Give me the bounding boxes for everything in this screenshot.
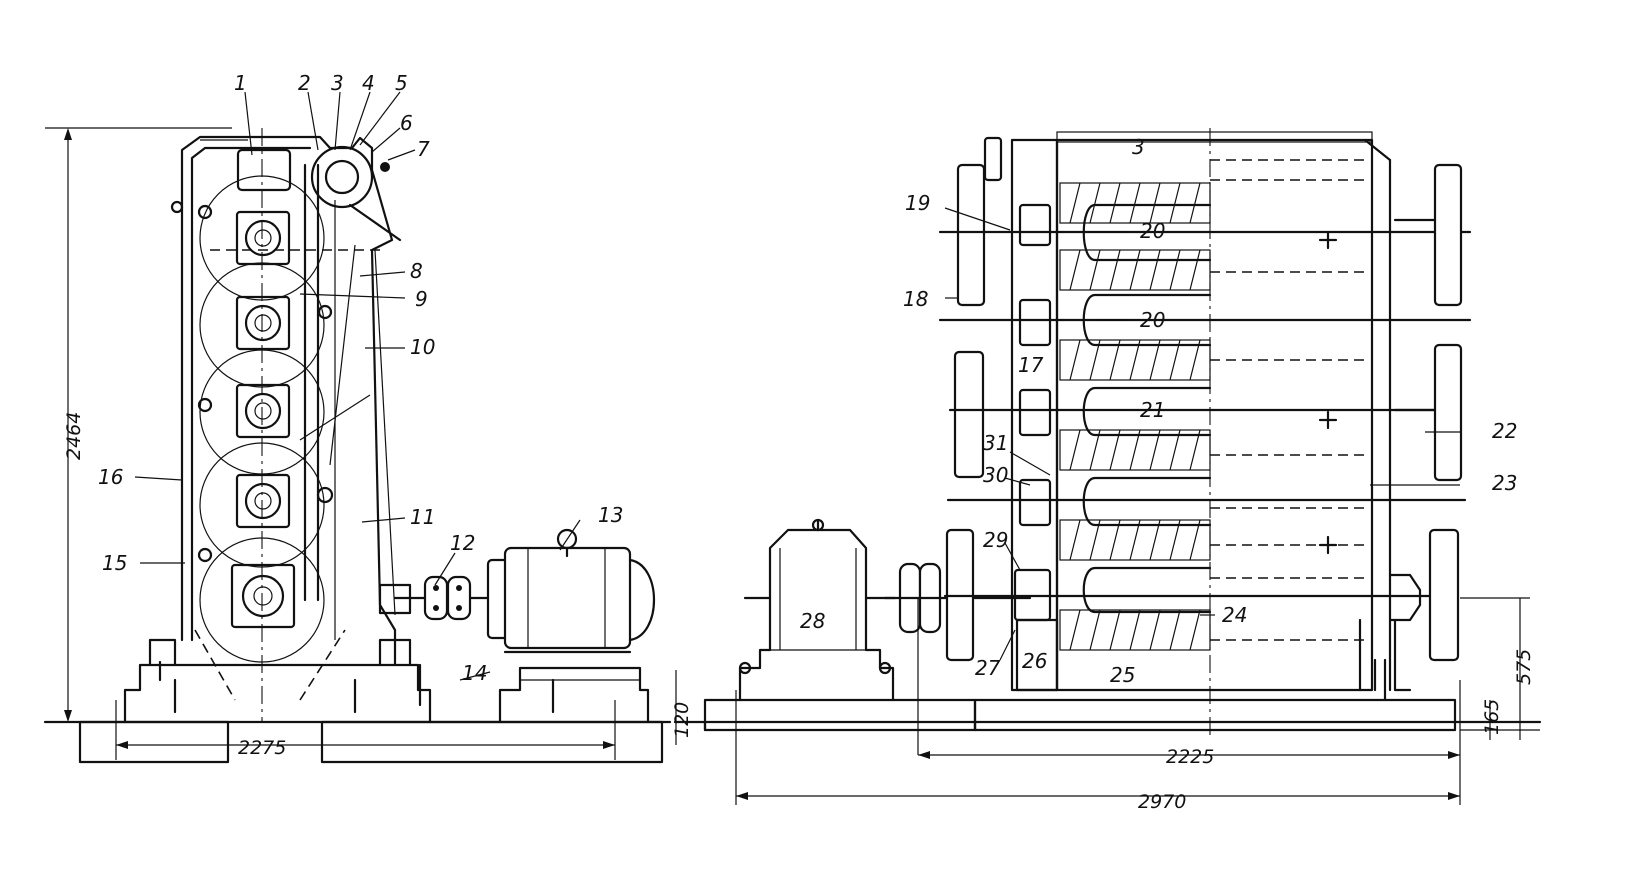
callout-22: 22 (1492, 419, 1517, 443)
right-dimensions (675, 597, 1540, 805)
callout-28: 28 (800, 609, 825, 633)
callout-26: 26 (1022, 649, 1047, 673)
callout-4: 4 (362, 71, 375, 95)
callout-20b: 20 (1140, 308, 1165, 332)
callout-16: 16 (98, 465, 123, 489)
callout-23: 23 (1492, 471, 1517, 495)
callout-9: 9 (415, 287, 428, 311)
callout-20a: 20 (1140, 219, 1165, 243)
left-dimensions (45, 127, 616, 760)
callout-3-right: 3 (1132, 135, 1145, 159)
callout-17: 17 (1018, 353, 1044, 377)
callout-5: 5 (395, 71, 408, 95)
dim-length-2225: 2225 (1166, 746, 1214, 768)
callout-6: 6 (400, 111, 413, 135)
callout-8: 8 (410, 259, 423, 283)
callout-labels: 1 2 3 4 5 6 7 8 9 10 11 12 13 14 15 16 3… (98, 71, 1517, 687)
callout-21: 21 (1140, 398, 1165, 422)
right-front-view (673, 128, 1542, 755)
callout-10: 10 (410, 335, 435, 359)
callout-1: 1 (234, 71, 247, 95)
callout-18: 18 (903, 287, 928, 311)
dim-length-2275: 2275 (238, 737, 286, 759)
callout-14: 14 (462, 661, 487, 685)
callout-24: 24 (1222, 603, 1247, 627)
callout-leaders (134, 91, 1460, 681)
left-side-view (43, 128, 672, 764)
callout-27: 27 (975, 656, 1001, 680)
dim-height-165: 165 (1481, 699, 1503, 735)
callout-3: 3 (331, 71, 344, 95)
callout-7: 7 (417, 137, 430, 161)
callout-15: 15 (102, 551, 127, 575)
callout-25: 25 (1110, 663, 1135, 687)
dim-height-2464: 2464 (63, 412, 85, 460)
dim-height-120: 120 (671, 702, 693, 738)
callout-19: 19 (905, 191, 930, 215)
roll-hatching (1059, 182, 1211, 651)
callout-11: 11 (410, 505, 435, 529)
callout-31: 31 (983, 431, 1008, 455)
callout-2: 2 (298, 71, 311, 95)
callout-29: 29 (983, 528, 1008, 552)
dim-height-575: 575 (1513, 649, 1535, 685)
dimension-labels: 2464 2275 2225 2970 120 165 575 (63, 412, 1535, 813)
callout-30: 30 (983, 463, 1008, 487)
callout-13: 13 (598, 503, 623, 527)
dim-length-2970: 2970 (1138, 791, 1186, 813)
callout-12: 12 (450, 531, 475, 555)
